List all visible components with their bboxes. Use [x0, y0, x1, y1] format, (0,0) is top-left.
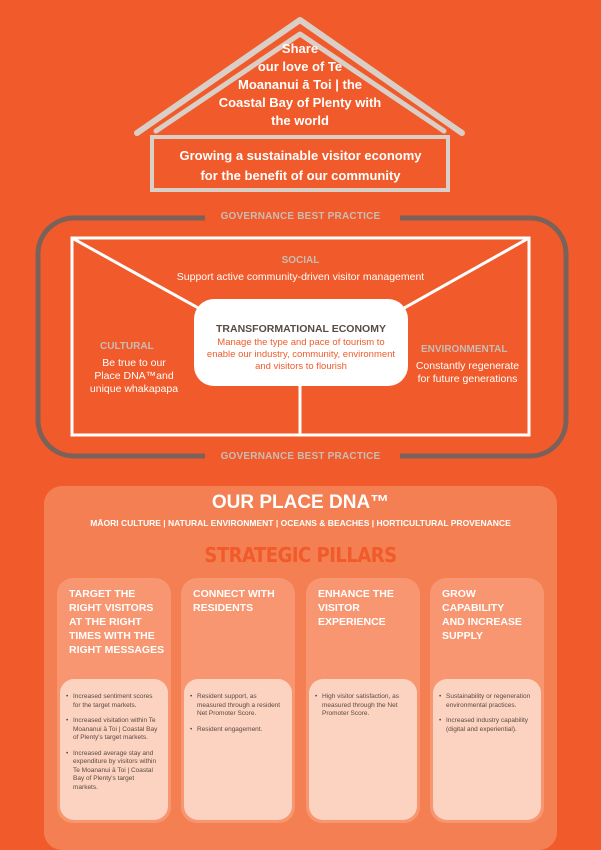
pillar-body: High visitor satisfaction, as measured t… — [309, 679, 417, 820]
house-roof-outline — [134, 17, 465, 136]
house-base-outline — [150, 135, 450, 192]
list-item: High visitor satisfaction, as measured t… — [315, 693, 409, 719]
list-item: Increased average stay and expenditure b… — [66, 750, 160, 793]
cultural-body: Be true to our Place DNA™and unique whak… — [89, 357, 179, 395]
pillar-heading: TARGET THE RIGHT VISITORS AT THE RIGHT T… — [69, 588, 165, 656]
list-item: Sustainability or regeneration environme… — [439, 693, 533, 710]
pillar-grow-capability: GROW CAPABILITY AND INCREASE SUPPLY Sust… — [430, 578, 544, 823]
governance-label-top: GOVERNANCE BEST PRACTICE — [220, 211, 381, 222]
pillar-heading: GROW CAPABILITY AND INCREASE SUPPLY — [442, 588, 522, 642]
environmental-body: Constantly regenerate for future generat… — [415, 360, 520, 385]
list-item: Resident support, as measured through a … — [190, 693, 284, 719]
governance-frame-gap-top — [205, 212, 400, 224]
list-item: Increased visitation within Te Moananui … — [66, 717, 160, 743]
pillar-connect-residents: CONNECT WITH RESIDENTS Resident support,… — [181, 578, 295, 823]
pillar-target-visitors: TARGET THE RIGHT VISITORS AT THE RIGHT T… — [57, 578, 171, 823]
pillar-body: Resident support, as measured through a … — [184, 679, 292, 820]
transformational-body: Manage the type and pace of tourism to e… — [206, 337, 396, 372]
house-roof-text: Share our love of Te Moananui ā Toi | th… — [218, 41, 382, 128]
governance-label-bottom: GOVERNANCE BEST PRACTICE — [220, 451, 381, 462]
pillar-body: Sustainability or regeneration environme… — [433, 679, 541, 820]
place-dna-title: OUR PLACE DNA™ — [211, 492, 390, 513]
list-item: Increased sentiment scores for the targe… — [66, 693, 160, 710]
list-item: Increased industry capability (digital a… — [439, 717, 533, 734]
pillar-body: Increased sentiment scores for the targe… — [60, 679, 168, 820]
place-dna-subtitle: MĀORI CULTURE | NATURAL ENVIRONMENT | OC… — [90, 518, 511, 528]
environmental-title: ENVIRONMENTAL — [421, 344, 508, 355]
transformational-title: TRANSFORMATIONAL ECONOMY — [216, 323, 386, 335]
pillar-heading: ENHANCE THE VISITOR EXPERIENCE — [318, 588, 394, 628]
transformational-economy-box: TRANSFORMATIONAL ECONOMY Manage the type… — [194, 299, 408, 386]
cultural-title: CULTURAL — [100, 341, 154, 352]
pillar-heading: CONNECT WITH RESIDENTS — [193, 588, 275, 614]
strategic-pillars-title: STRATEGIC PILLARS — [204, 543, 397, 568]
social-body: Support active community-driven visitor … — [176, 271, 425, 283]
social-title: SOCIAL — [281, 255, 320, 266]
house-base-text: Growing a sustainable visitor economy fo… — [179, 148, 422, 183]
pillar-enhance-experience: ENHANCE THE VISITOR EXPERIENCE High visi… — [306, 578, 420, 823]
list-item: Resident engagement. — [190, 726, 284, 735]
governance-frame-gap-bottom — [205, 450, 400, 462]
